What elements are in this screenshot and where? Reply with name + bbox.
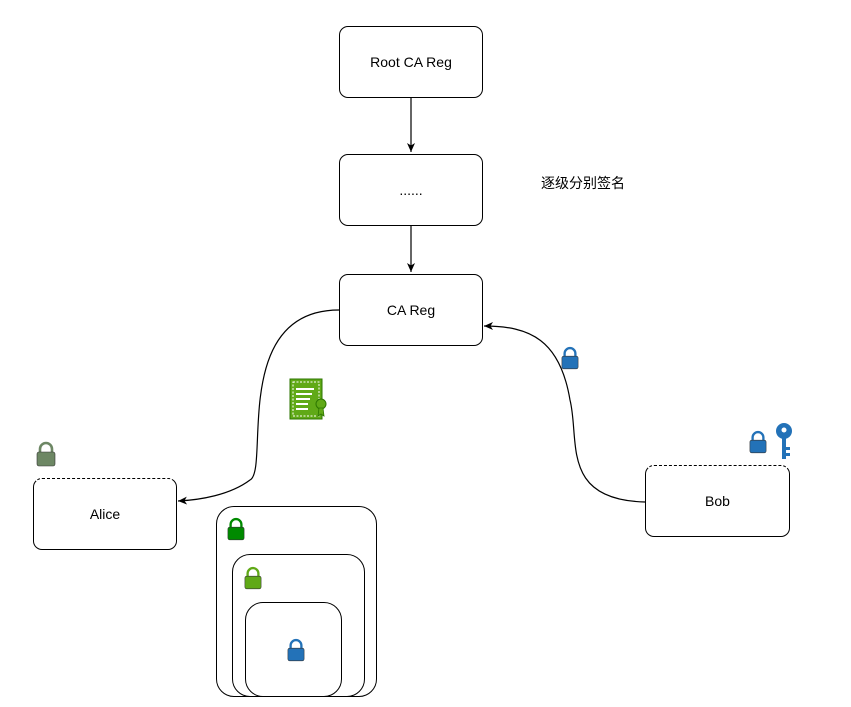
intermediate-ca-label: ......: [399, 182, 423, 198]
intermediate-ca-node[interactable]: ......: [339, 154, 483, 226]
edge-bob-to-ca: [483, 322, 646, 503]
lock-icon: [227, 518, 245, 541]
key-icon: [776, 423, 792, 459]
bob-label: Bob: [705, 493, 730, 509]
lock-icon: [244, 567, 262, 590]
lock-icon: [561, 347, 579, 370]
root-ca-reg-label: Root CA Reg: [370, 54, 452, 70]
alice-label: Alice: [89, 506, 121, 522]
lock-icon: [36, 441, 56, 467]
lock-icon: [749, 431, 767, 454]
root-ca-reg-node[interactable]: Root CA Reg: [339, 26, 483, 98]
bob-node[interactable]: Bob: [645, 465, 790, 537]
certificate-icon: [289, 378, 327, 420]
nested-inner-container: [245, 602, 342, 697]
edge-ca-to-alice: [177, 309, 340, 505]
ca-reg-node[interactable]: CA Reg: [339, 274, 483, 346]
lock-icon: [287, 639, 305, 662]
annotation-text: 逐级分别签名: [541, 176, 625, 192]
ca-reg-label: CA Reg: [386, 302, 436, 318]
alice-node[interactable]: Alice: [33, 478, 177, 550]
